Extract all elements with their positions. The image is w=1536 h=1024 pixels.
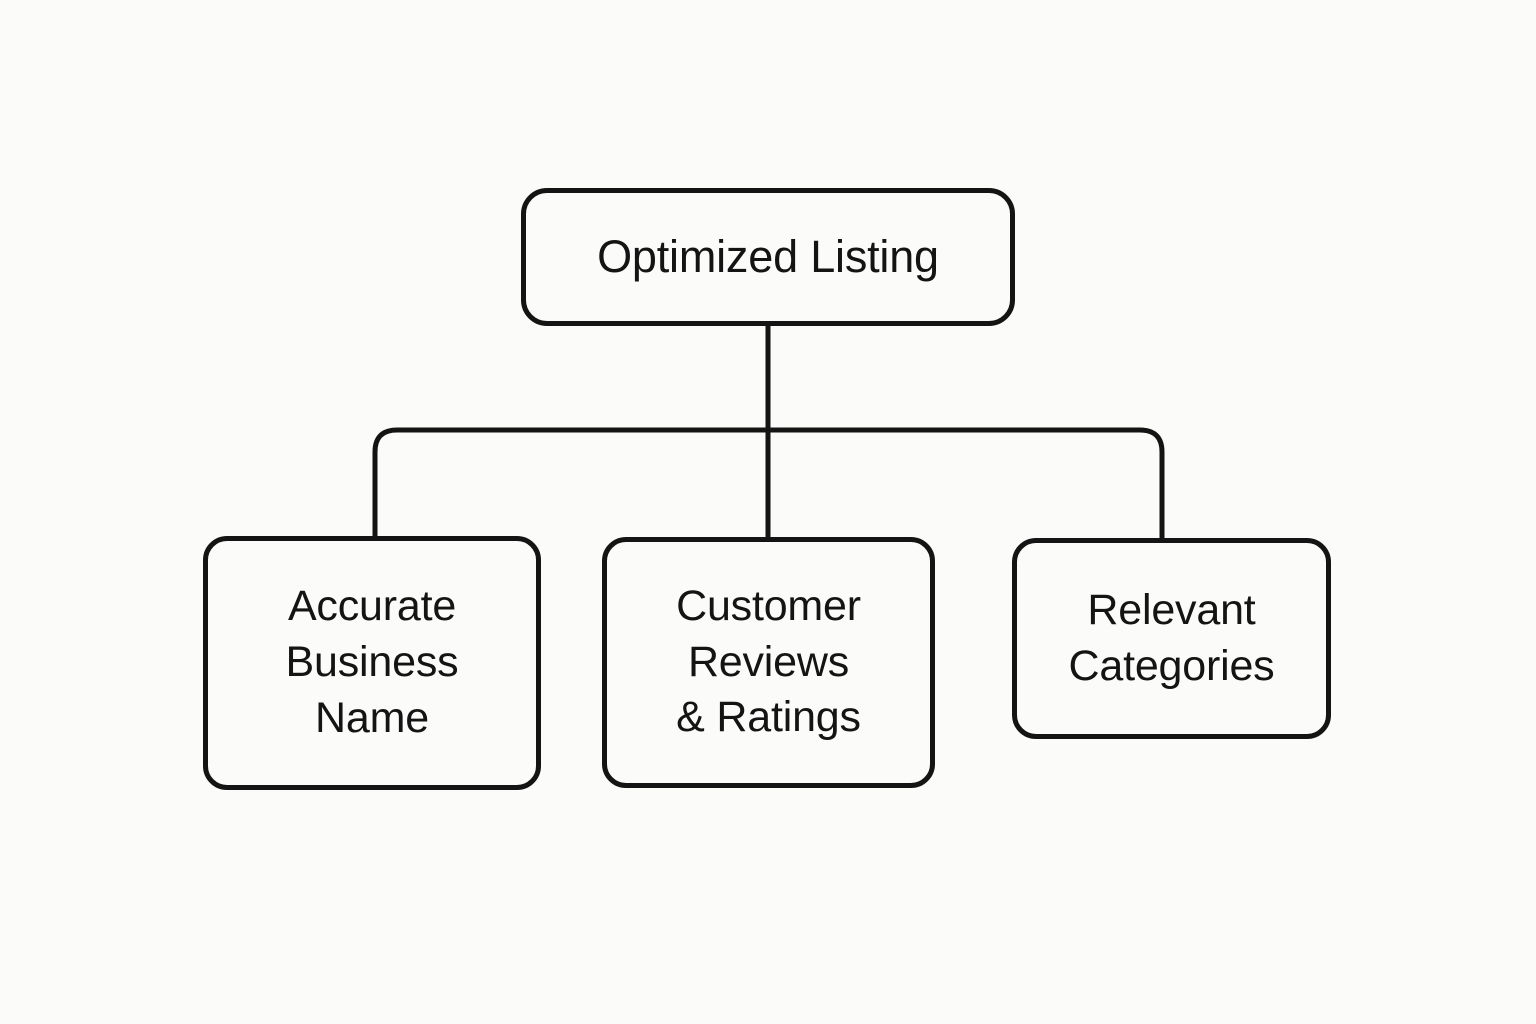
- node-optimized-listing-label: Optimized Listing: [597, 230, 939, 282]
- node-customer-reviews-ratings-label: Customer Reviews & Ratings: [676, 581, 861, 742]
- node-customer-reviews-ratings[interactable]: Customer Reviews & Ratings: [602, 537, 935, 788]
- node-accurate-business-name-label: Accurate Business Name: [285, 582, 459, 742]
- horizontal-bus: [372, 427, 1165, 538]
- node-optimized-listing[interactable]: Optimized Listing: [521, 188, 1015, 326]
- node-relevant-categories-label: Relevant Categories: [1068, 585, 1275, 690]
- node-accurate-business-name[interactable]: Accurate Business Name: [203, 536, 541, 790]
- node-relevant-categories[interactable]: Relevant Categories: [1012, 538, 1331, 739]
